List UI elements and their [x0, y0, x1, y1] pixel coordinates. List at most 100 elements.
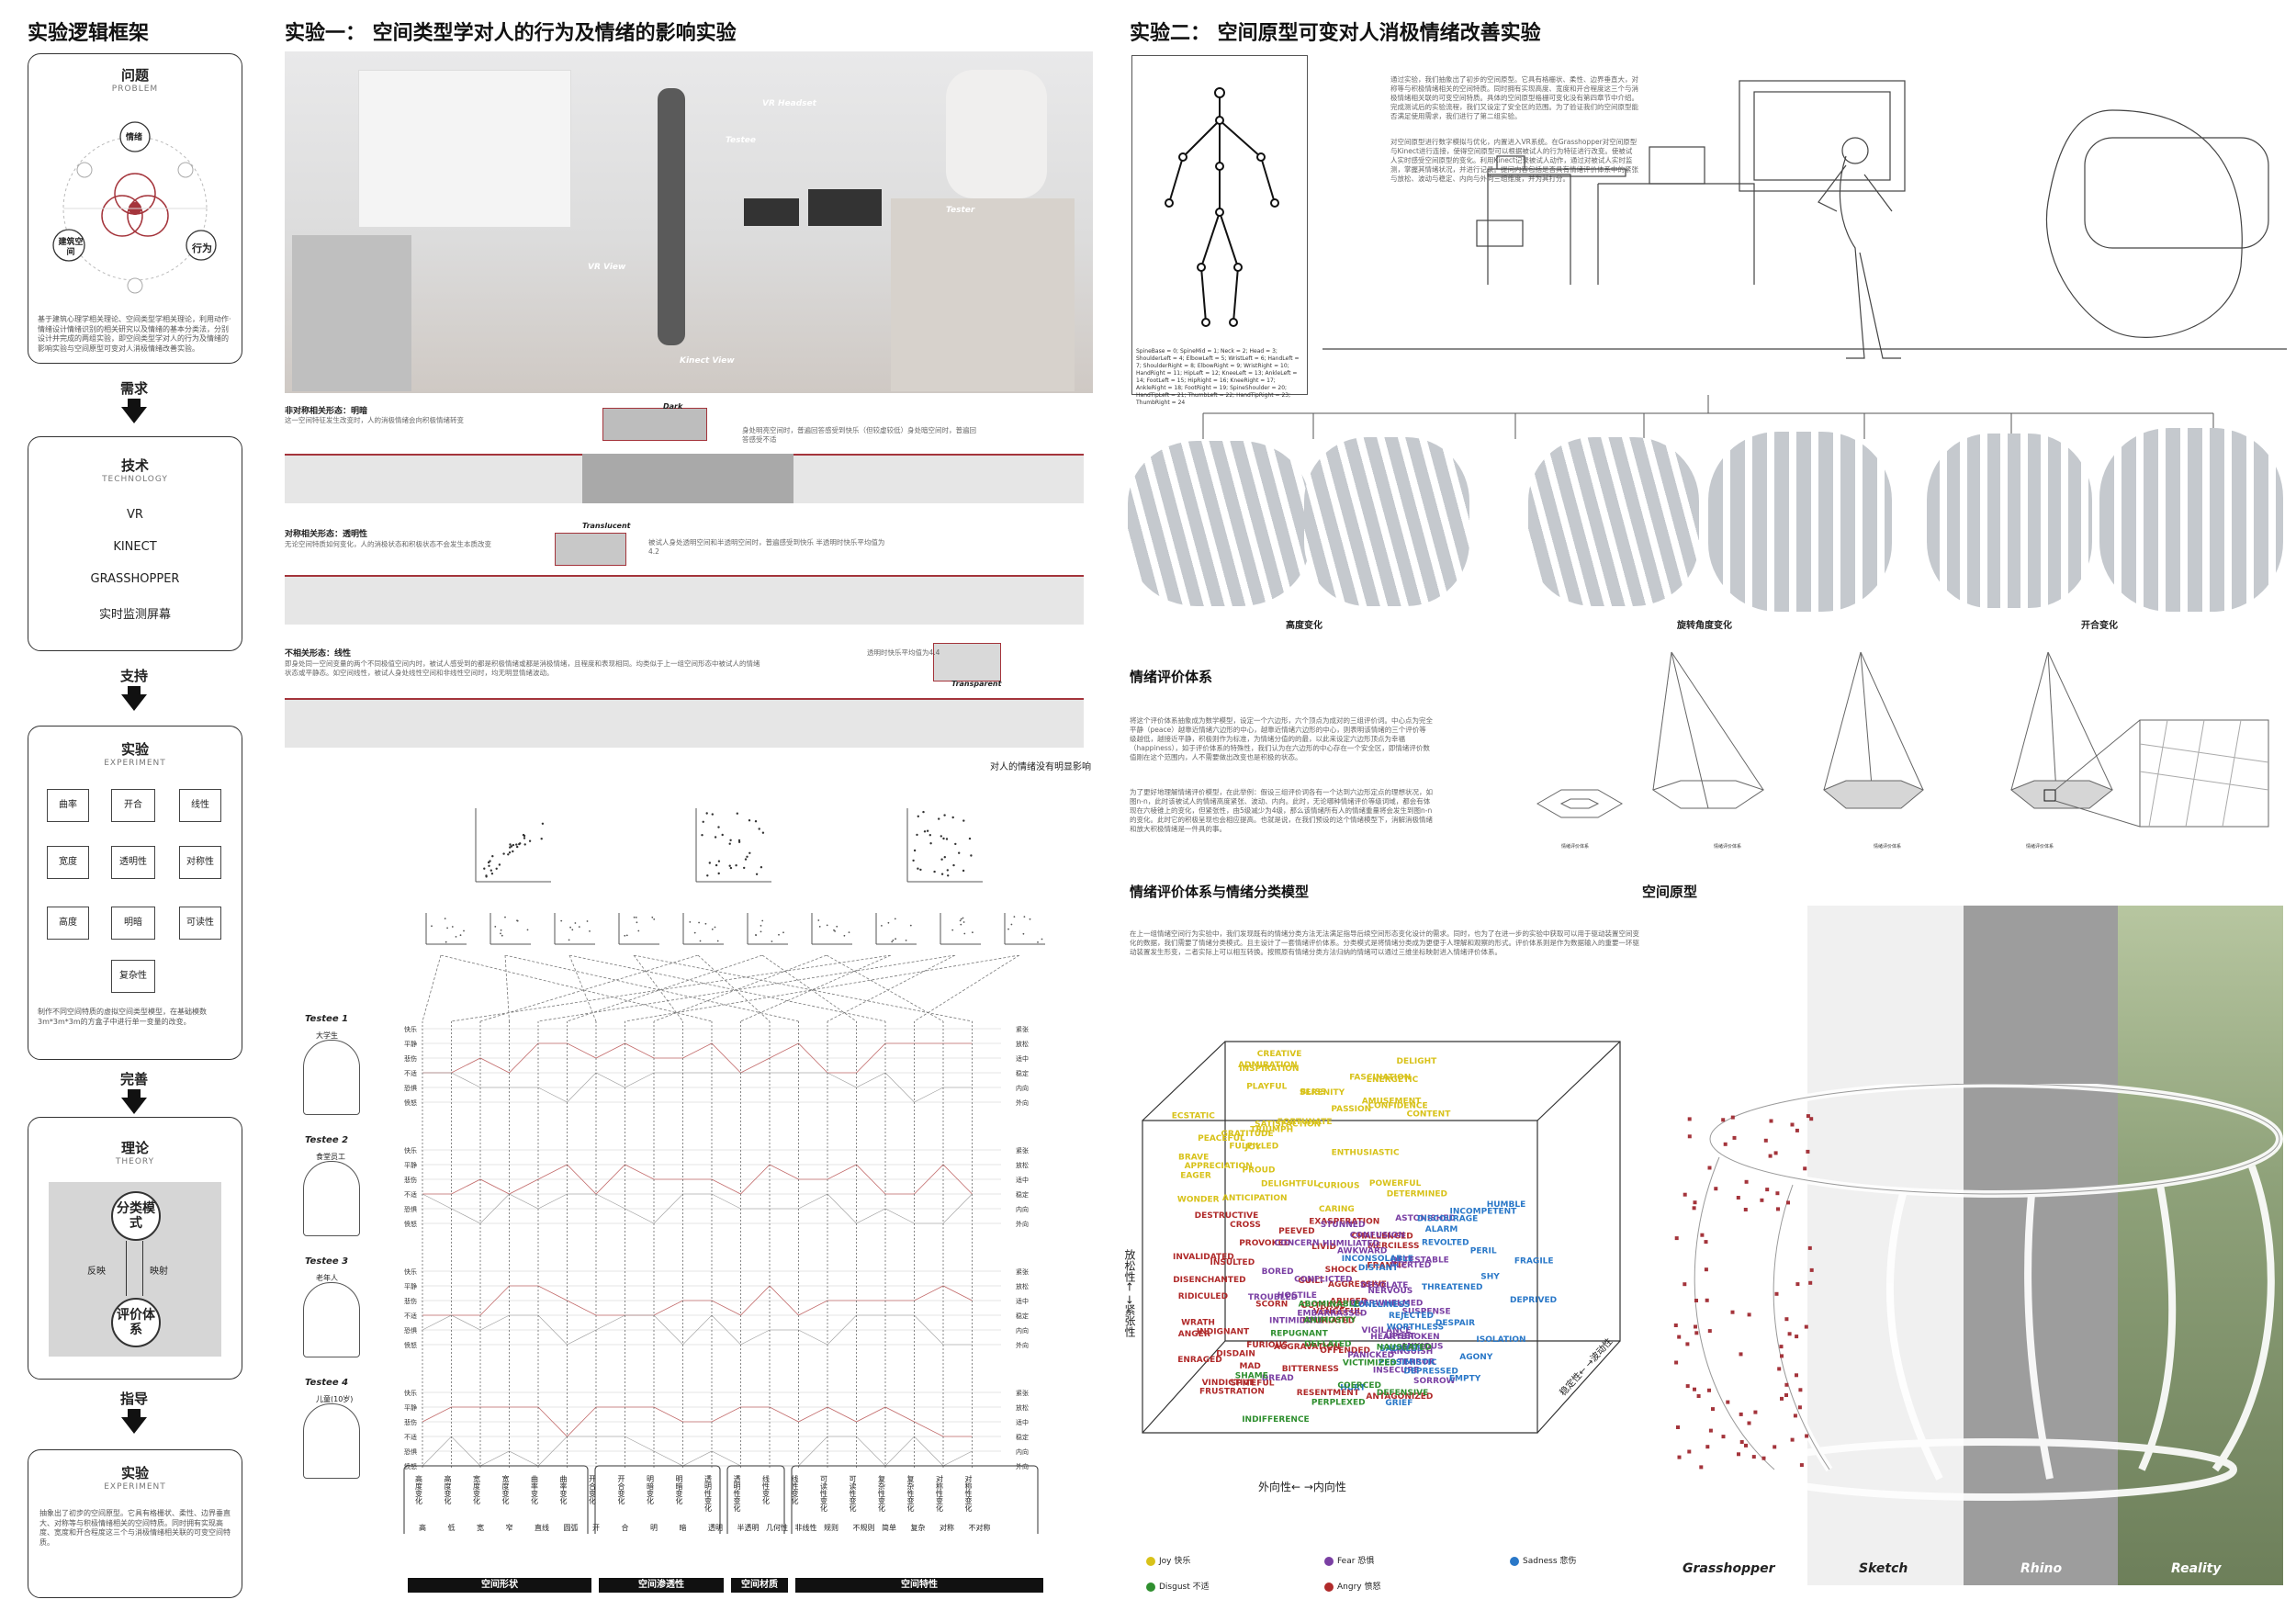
emotion-label-right: 稳定 [1016, 1190, 1029, 1199]
emotion-label-right: 稳定 [1016, 1069, 1029, 1077]
control-point [1787, 1332, 1792, 1336]
control-point [1784, 1382, 1789, 1387]
connector-line [422, 955, 442, 1022]
legend-dot-icon [1510, 1556, 1519, 1566]
emotion-label-left: 平静 [404, 1403, 417, 1412]
legend-dot-icon [1146, 1582, 1155, 1592]
experiment2-box: 实验 EXPERIMENT 抽象出了初步的空间原型。它具有格栅状、柔性、边界垂直… [28, 1449, 242, 1598]
connector-line [451, 955, 892, 1022]
emotion-label-right: 内向 [1016, 1084, 1029, 1092]
exp2-intro-1: 通过实验，我们抽象出了初步的空间原型。它具有格栅状、柔性、边界垂直大，对称等与积… [1390, 75, 1638, 120]
eval-text-2: 为了更好地理解情绪评价模型，在此举例：假设三组评价词各有一个达到六边形定点的理想… [1130, 788, 1433, 833]
emotion-word: SUSPENSE [1402, 1307, 1451, 1316]
laptop-2 [744, 198, 799, 226]
control-point [1694, 1324, 1697, 1329]
control-point [1707, 1388, 1711, 1392]
control-point [1753, 1410, 1758, 1414]
emotion-word: SORROW [1413, 1377, 1456, 1386]
experiment2-title: 实验 [120, 1465, 149, 1481]
scatter-point [485, 875, 488, 878]
mini-plot-point [881, 925, 883, 927]
mini-plot-point [1010, 923, 1013, 926]
mini-plot-point [500, 932, 501, 935]
mini-plot-point [589, 930, 591, 932]
emotion-word: WONDER [1177, 1196, 1220, 1205]
emotion-matrix: 快乐紧张平静放松悲伤适中不适稳定恐惧内向愤怒外向快乐紧张平静放松悲伤适中不适稳定… [403, 955, 1039, 1534]
theory-title: 理论 [120, 1140, 149, 1156]
row3-thumb [933, 643, 1001, 681]
scatter-point [748, 851, 751, 854]
control-point [1730, 1115, 1735, 1120]
row3-heading: 不相关形态：线性 [285, 649, 352, 659]
emotion-word: LIVID [1311, 1243, 1336, 1252]
panel-reality [2118, 906, 2283, 1585]
column-label: 高度变化 [415, 1474, 423, 1505]
control-point [1765, 1188, 1770, 1192]
mini-plot-point [571, 929, 574, 931]
mini-plot-point [504, 916, 506, 918]
row1-thumb [602, 408, 707, 441]
model-title: 情绪评价体系与情绪分类模型 [1130, 884, 1310, 900]
scatter-point [919, 868, 922, 872]
testee-2-role: 食堂员工 [316, 1153, 345, 1161]
control-point [1773, 1445, 1777, 1449]
emotion-word: DESPAIR [1435, 1319, 1475, 1328]
problem-diagram [52, 121, 217, 294]
control-point [1790, 1122, 1795, 1127]
arrow-down-icon [128, 1089, 141, 1098]
column-value: 直线 [535, 1523, 549, 1532]
emotion-word: EAGER [1180, 1171, 1211, 1180]
emotion-word: SERENITY [1300, 1088, 1345, 1098]
emotion-label-left: 快乐 [404, 1267, 417, 1276]
response-line [422, 1072, 973, 1103]
control-point [1795, 1282, 1800, 1287]
scatter-point [528, 839, 532, 842]
scatter-point [954, 842, 957, 846]
tech-item-kinect: KINECT [113, 540, 157, 554]
scatter-group [475, 808, 983, 883]
mini-plot-point [636, 921, 638, 924]
mini-plot-point [771, 941, 773, 942]
mini-plot-point [1007, 928, 1009, 930]
row-footnote: 对人的情绪没有明显影响 [990, 762, 1091, 772]
exp-cell-readability: 可读性 [179, 907, 221, 940]
tech-box: 技术 TECHNOLOGY VR KINECT GRASSHOPPER 实时监测… [28, 436, 242, 651]
scatter-point [737, 840, 741, 843]
emotion-word: VINDICTIVE [1202, 1379, 1255, 1388]
control-point [1760, 1198, 1764, 1202]
emotion-word: CONFUSION [1350, 1232, 1405, 1241]
control-point [1705, 1445, 1710, 1449]
emotion-word: ECSTATIC [1172, 1111, 1216, 1121]
mini-plot-point [817, 919, 820, 921]
scatter-point [929, 834, 931, 837]
mini-plot-point [463, 929, 465, 932]
mini-plot-point [959, 919, 962, 922]
mini-plot-point [848, 931, 850, 933]
scatter-point [952, 863, 955, 867]
scatter-point [962, 819, 965, 822]
connector-line [625, 955, 1020, 1022]
mini-plot-point [699, 940, 702, 942]
tech-subtitle: TECHNOLOGY [102, 475, 168, 484]
emotion-word: REJECTED [1389, 1312, 1434, 1321]
kinect-screen [292, 235, 411, 391]
emotion-word: PEACEFUL [1198, 1134, 1245, 1143]
mini-plot-point [624, 934, 626, 937]
control-point [1761, 1456, 1766, 1460]
testee-4-role: 儿童(10岁) [316, 1395, 354, 1403]
emotion-label-right: 放松 [1016, 1161, 1029, 1169]
column-value: 规则 [824, 1523, 838, 1532]
emotion-word: DISCOURAGE [1417, 1215, 1478, 1224]
label-sketch: Sketch [1859, 1561, 1908, 1576]
column-label: 复杂性变化 [906, 1474, 915, 1513]
emotion-label-right: 外向 [1016, 1220, 1029, 1228]
emotion-word: FRANTIC [1367, 1261, 1408, 1270]
mini-plot-point [895, 938, 896, 941]
mini-plot-point [909, 924, 912, 927]
control-point [1692, 1206, 1696, 1211]
control-point [1795, 1373, 1798, 1378]
mini-plot-point [887, 921, 890, 924]
scatter-point [507, 853, 510, 856]
tech-item-monitor: 实时监测屏幕 [98, 608, 171, 622]
emotion-word: FASCINATION [1349, 1073, 1411, 1082]
